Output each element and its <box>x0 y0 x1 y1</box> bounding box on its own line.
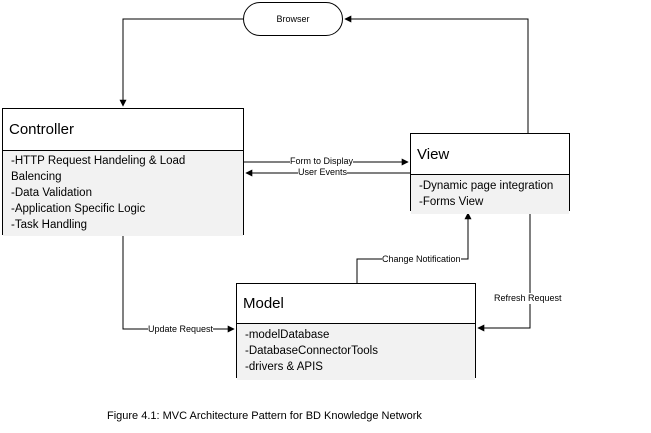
browser-to-controller-line <box>119 18 243 107</box>
controller-item: -Task Handling <box>11 219 88 231</box>
controller-title: Controller <box>3 109 243 151</box>
update-request-line <box>122 235 235 333</box>
model-item: -drivers & APIS <box>245 361 323 373</box>
browser-label: Browser <box>276 14 310 24</box>
view-items: -Dynamic page integration -Forms View <box>411 175 569 214</box>
model-title: Model <box>237 284 475 324</box>
model-item: -modelDatabase <box>245 329 330 341</box>
controller-item: -Data Validation <box>11 187 92 199</box>
view-to-browser-line <box>344 15 529 133</box>
figure-caption: Figure 4.1: MVC Architecture Pattern for… <box>107 410 422 422</box>
controller-items: -HTTP Request Handeling & Load Balencing… <box>3 151 243 236</box>
refresh-request-line <box>477 211 531 332</box>
controller-box: Controller -HTTP Request Handeling & Loa… <box>2 108 244 236</box>
user-events-label: User Events <box>298 167 348 178</box>
view-title: View <box>411 134 569 175</box>
refresh-request-label: Refresh Request <box>494 293 562 304</box>
change-notification-label: Change Notification <box>382 254 461 265</box>
view-item: -Forms View <box>419 196 484 208</box>
model-box: Model -modelDatabase -DatabaseConnectorT… <box>236 283 476 380</box>
model-items: -modelDatabase -DatabaseConnectorTools -… <box>237 324 475 380</box>
model-item: -DatabaseConnectorTools <box>245 345 378 357</box>
update-request-label: Update Request <box>148 324 214 335</box>
view-item: -Dynamic page integration <box>419 180 554 192</box>
view-box: View -Dynamic page integration -Forms Vi… <box>410 133 570 214</box>
controller-item: -HTTP Request Handeling & Load Balencing <box>11 155 186 183</box>
form-to-display-label: Form to Display <box>290 156 354 167</box>
browser-node: Browser <box>243 2 343 36</box>
controller-item: -Application Specific Logic <box>11 203 146 215</box>
change-notification-line <box>356 212 472 283</box>
